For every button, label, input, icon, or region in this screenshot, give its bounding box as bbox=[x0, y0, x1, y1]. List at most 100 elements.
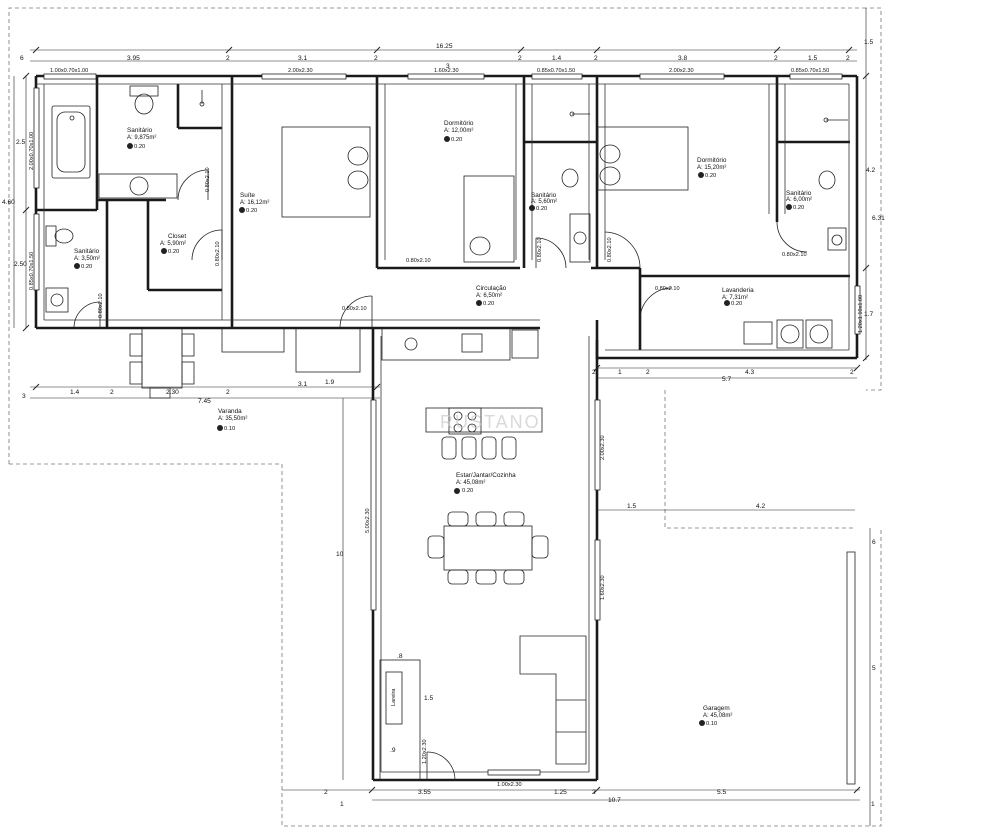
svg-text:0.85x0.70x1.50: 0.85x0.70x1.50 bbox=[29, 252, 35, 290]
svg-text:A: 5,60m²: A: 5,60m² bbox=[531, 199, 557, 205]
room-sanitario-suite: Sanitário A: 9,875m² 0.20 bbox=[127, 127, 156, 150]
svg-text:0.80x2.10: 0.80x2.10 bbox=[782, 252, 807, 258]
svg-text:0.20: 0.20 bbox=[793, 205, 804, 211]
svg-text:.9: .9 bbox=[390, 747, 396, 754]
svg-text:0.80x2.10: 0.80x2.10 bbox=[537, 237, 543, 262]
svg-text:1: 1 bbox=[871, 801, 875, 808]
svg-text:3.1: 3.1 bbox=[298, 381, 307, 388]
svg-text:Estar/Jantar/Cozinha: Estar/Jantar/Cozinha bbox=[456, 472, 516, 479]
room-labels: Sanitário A: 9,875m² 0.20 Suíte A: 16,12… bbox=[74, 120, 812, 727]
svg-text:1.9: 1.9 bbox=[325, 379, 334, 386]
svg-text:2: 2 bbox=[646, 369, 650, 376]
watermark: RUSTANO bbox=[440, 412, 541, 432]
walls bbox=[34, 74, 859, 782]
svg-text:3: 3 bbox=[22, 393, 26, 400]
svg-text:2.30: 2.30 bbox=[166, 389, 179, 396]
svg-text:0.20: 0.20 bbox=[134, 144, 145, 150]
room-sanitario-central: Sanitário A: 5,60m² 0.20 bbox=[531, 192, 557, 212]
svg-text:0.85x0.70x1.50: 0.85x0.70x1.50 bbox=[791, 68, 829, 74]
svg-text:Sanitário: Sanitário bbox=[127, 127, 153, 134]
svg-text:0.20: 0.20 bbox=[246, 208, 257, 214]
svg-text:3.55: 3.55 bbox=[418, 789, 431, 796]
dimension-ticks bbox=[22, 46, 870, 794]
svg-text:2.00x0.70x1.00: 2.00x0.70x1.00 bbox=[29, 132, 35, 170]
svg-text:Sanitário: Sanitário bbox=[74, 248, 100, 255]
svg-text:1.25: 1.25 bbox=[554, 789, 567, 796]
fixtures bbox=[45, 85, 856, 785]
svg-text:2: 2 bbox=[774, 55, 778, 62]
svg-text:2: 2 bbox=[594, 55, 598, 62]
svg-text:4.3: 4.3 bbox=[745, 369, 754, 376]
svg-text:3.8: 3.8 bbox=[678, 55, 687, 62]
svg-text:0.80x2.10: 0.80x2.10 bbox=[205, 167, 211, 192]
svg-text:2.00x2.30: 2.00x2.30 bbox=[600, 435, 606, 460]
svg-text:5.00x2.30: 5.00x2.30 bbox=[365, 508, 371, 533]
svg-text:2.50: 2.50 bbox=[14, 261, 27, 268]
svg-text:.8: .8 bbox=[397, 653, 403, 660]
svg-text:A: 45,08m²: A: 45,08m² bbox=[703, 713, 732, 719]
svg-text:2: 2 bbox=[850, 369, 854, 376]
windows bbox=[33, 73, 861, 776]
svg-text:A: 35,50m²: A: 35,50m² bbox=[218, 416, 247, 422]
lot-outline bbox=[8, 7, 882, 827]
svg-text:A: 6,00m²: A: 6,00m² bbox=[786, 197, 812, 203]
svg-text:0.10: 0.10 bbox=[224, 426, 235, 432]
svg-text:1.60x2.30: 1.60x2.30 bbox=[434, 68, 459, 74]
svg-text:3.1: 3.1 bbox=[298, 55, 307, 62]
svg-text:10: 10 bbox=[336, 551, 344, 558]
svg-text:0.80x2.10: 0.80x2.10 bbox=[406, 258, 431, 264]
svg-text:1: 1 bbox=[340, 801, 344, 808]
svg-text:0.80x2.10: 0.80x2.10 bbox=[607, 237, 613, 262]
svg-text:1.7: 1.7 bbox=[864, 311, 873, 318]
svg-text:0.80x2.10: 0.80x2.10 bbox=[98, 293, 104, 318]
svg-text:1.20x2.30: 1.20x2.30 bbox=[422, 739, 428, 764]
svg-text:2: 2 bbox=[324, 789, 328, 796]
svg-text:Sanitário: Sanitário bbox=[786, 190, 812, 197]
svg-text:0.20: 0.20 bbox=[705, 173, 716, 179]
svg-text:Dormitório: Dormitório bbox=[444, 120, 474, 127]
svg-text:0.20: 0.20 bbox=[483, 301, 494, 307]
svg-text:A: 15,20m²: A: 15,20m² bbox=[697, 165, 726, 171]
room-circulacao: Circulação A: 6,50m² 0.20 bbox=[476, 285, 507, 307]
svg-text:10.7: 10.7 bbox=[608, 797, 621, 804]
svg-text:7.45: 7.45 bbox=[198, 398, 211, 405]
room-dormitorio-2: Dormitório A: 15,20m² 0.20 bbox=[697, 157, 727, 179]
svg-text:Dormitório: Dormitório bbox=[697, 157, 727, 164]
svg-text:2.5: 2.5 bbox=[16, 139, 25, 146]
svg-text:0.85x0.70x1.50: 0.85x0.70x1.50 bbox=[537, 68, 575, 74]
svg-text:0.20: 0.20 bbox=[731, 301, 742, 307]
svg-text:2: 2 bbox=[592, 789, 596, 796]
svg-text:2: 2 bbox=[846, 55, 850, 62]
svg-text:A: 3,50m²: A: 3,50m² bbox=[74, 256, 100, 262]
svg-text:6: 6 bbox=[872, 539, 876, 546]
opening-labels: 1.00x0.70x1.00 2.00x2.30 1.60x2.30 0.85x… bbox=[29, 68, 864, 788]
svg-text:3.95: 3.95 bbox=[127, 55, 140, 62]
svg-text:Suíte: Suíte bbox=[240, 192, 255, 199]
room-sanitario-small: Sanitário A: 3,50m² 0.20 bbox=[74, 248, 100, 270]
room-lavanderia: Lavanderia A: 7,31m² 0.20 bbox=[722, 287, 754, 307]
svg-text:4.2: 4.2 bbox=[866, 167, 875, 174]
svg-text:0.20: 0.20 bbox=[81, 264, 92, 270]
svg-text:5: 5 bbox=[872, 665, 876, 672]
svg-text:3: 3 bbox=[446, 63, 450, 70]
svg-text:2: 2 bbox=[110, 389, 114, 396]
svg-text:A: 45,08m²: A: 45,08m² bbox=[456, 480, 485, 486]
level-markers bbox=[74, 136, 792, 726]
room-dormitorio-1: Dormitório A: 12,00m² 0.20 bbox=[444, 120, 474, 143]
svg-text:Garagem: Garagem bbox=[703, 705, 730, 712]
svg-text:A: 12,00m²: A: 12,00m² bbox=[444, 128, 473, 134]
dimension-lines bbox=[13, 8, 871, 826]
svg-text:A: 5,90m²: A: 5,90m² bbox=[160, 241, 186, 247]
svg-text:A: 16,12m²: A: 16,12m² bbox=[240, 200, 269, 206]
svg-text:2: 2 bbox=[226, 389, 230, 396]
wall-faces bbox=[36, 83, 850, 773]
svg-text:Varanda: Varanda bbox=[218, 408, 242, 415]
svg-text:1.20x1.10x1.00: 1.20x1.10x1.00 bbox=[858, 295, 864, 333]
svg-text:5.7: 5.7 bbox=[722, 376, 731, 383]
svg-text:Sanitário: Sanitário bbox=[531, 192, 557, 199]
svg-text:1.5: 1.5 bbox=[808, 55, 817, 62]
svg-text:0.80x2.10: 0.80x2.10 bbox=[215, 241, 221, 266]
svg-text:0.20: 0.20 bbox=[536, 206, 547, 212]
room-suite: Suíte A: 16,12m² 0.20 bbox=[240, 192, 269, 214]
dimension-labels: 16.25 6 3.95 2 3.1 2 3 2 1.4 2 3.8 2 1.5… bbox=[2, 39, 885, 808]
